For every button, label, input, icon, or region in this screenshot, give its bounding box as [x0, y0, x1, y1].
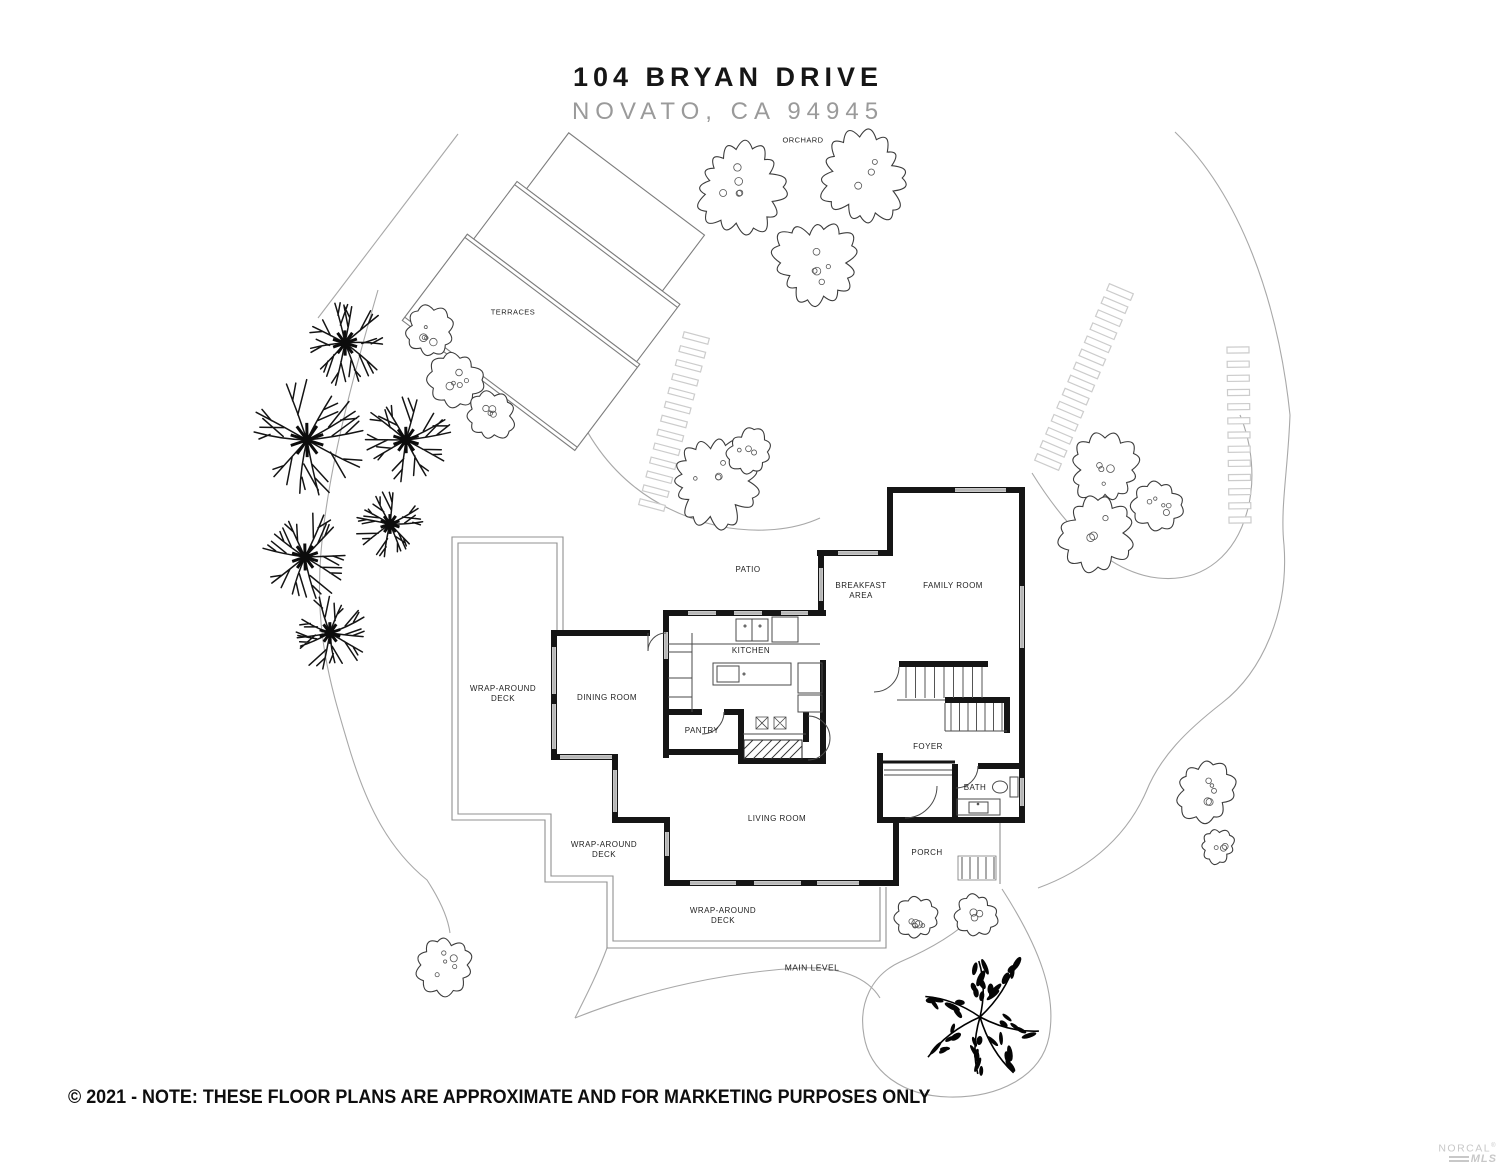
label-wrap-around-deck-southwest: WRAP-AROUND DECK [570, 840, 638, 859]
trees-layer [253, 128, 1237, 1076]
watermark-bar-icon [1448, 1155, 1469, 1164]
shrub-icon [697, 139, 788, 236]
label-porch: PORCH [911, 848, 943, 857]
shrub-icon [1072, 432, 1141, 503]
garden-steps [637, 282, 1252, 524]
shrub-icon [466, 390, 516, 439]
label-wrap-around-deck-west: WRAP-AROUND DECK [469, 684, 537, 703]
label-living-room: LIVING ROOM [747, 814, 807, 823]
label-terraces: TERRACES [490, 307, 536, 317]
label-family-room: FAMILY ROOM [923, 581, 983, 590]
shrub-icon [725, 427, 771, 475]
shrub-icon [770, 223, 858, 307]
watermark-norcal: NORCAL [1438, 1142, 1492, 1155]
shrub-icon [953, 893, 999, 937]
mls-watermark: NORCAL® MLS [1438, 1143, 1497, 1166]
shrub-icon [820, 128, 907, 224]
bare-tree-icon [295, 595, 365, 670]
label-bath: BATH [963, 783, 987, 792]
window-glazing-lines [553, 489, 1023, 884]
shrub-icon [1129, 480, 1184, 532]
bare-tree-icon [253, 378, 364, 496]
shrub-icon [405, 304, 454, 357]
label-dining-room: DINING ROOM [576, 693, 638, 702]
shrub-icon [1057, 495, 1134, 574]
bare-tree-icon [364, 396, 452, 483]
label-pantry: PANTRY [684, 726, 720, 735]
label-wrap-around-deck-south: WRAP-AROUND DECK [689, 906, 757, 925]
label-foyer: FOYER [913, 742, 943, 751]
shrub-icon [415, 937, 473, 998]
watermark-mls: MLS [1470, 1153, 1497, 1166]
label-kitchen: KITCHEN [731, 646, 771, 655]
address-line1: 104 BRYAN DRIVE [572, 62, 884, 92]
shrub-icon [1176, 760, 1237, 825]
shrub-icon [426, 351, 485, 409]
leafy-tree-icon [925, 956, 1039, 1076]
label-main-level: MAIN LEVEL [784, 962, 840, 973]
address-line2: NOVATO, CA 94945 [571, 98, 885, 125]
deck-outline [451, 536, 1001, 949]
label-breakfast-area: BREAKFAST AREA [835, 581, 887, 600]
bare-tree-icon [262, 512, 346, 599]
stair-treads [905, 667, 1003, 879]
label-patio: PATIO [735, 565, 761, 574]
copyright-note: © 2021 - NOTE: THESE FLOOR PLANS ARE APP… [68, 1086, 931, 1108]
shrub-icon [893, 895, 939, 939]
bare-tree-icon [309, 302, 384, 386]
shrub-icon [1201, 829, 1235, 866]
label-orchard: ORCHARD [782, 135, 824, 145]
bare-tree-icon [356, 491, 424, 558]
interior-fixtures [647, 616, 1019, 881]
registered-mark: ® [1491, 1142, 1497, 1149]
